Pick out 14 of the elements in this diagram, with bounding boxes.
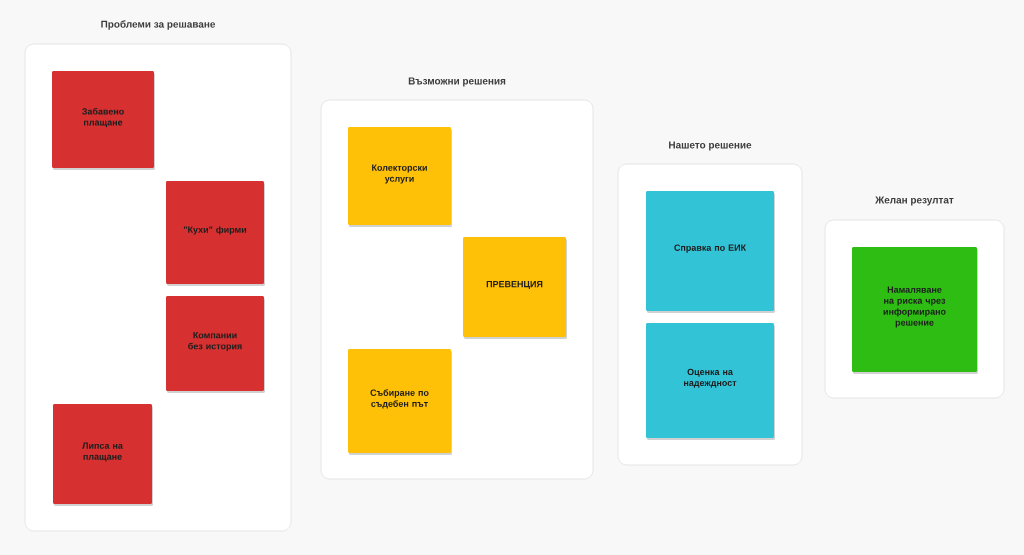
- panel-heading: Проблеми за решаване: [101, 20, 216, 30]
- sticky-note: Събиране по съдебен път: [348, 349, 452, 455]
- sticky-note: Компании без история: [166, 296, 265, 393]
- sticky-note: "Кухи" фирми: [166, 181, 265, 286]
- panel-heading: Възможни решения: [408, 77, 506, 87]
- panel-heading: Нашето решение: [669, 141, 752, 151]
- sticky-note: ПРЕВЕНЦИЯ: [463, 237, 567, 339]
- sticky-note: Справка по ЕИК: [646, 191, 775, 313]
- sticky-note: Оценка на надеждност: [646, 323, 775, 440]
- sticky-note: Забавено плащане: [52, 71, 155, 170]
- sticky-note: Липса на плащане: [53, 404, 153, 506]
- panel-heading: Желан резултат: [875, 196, 954, 206]
- sticky-note: Намаляване на риска чрез информирано решение: [852, 247, 978, 374]
- sticky-note: Колекторски услуги: [348, 127, 452, 227]
